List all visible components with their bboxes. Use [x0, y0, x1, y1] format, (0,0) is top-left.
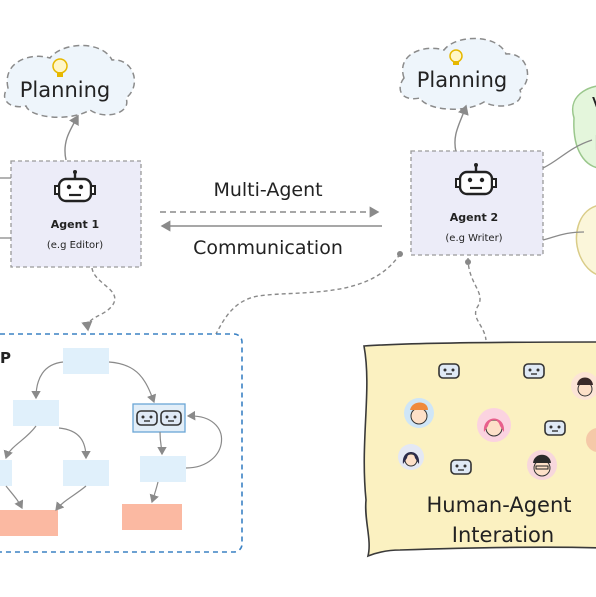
connector-agent1-workflow — [81, 267, 116, 332]
agent1-name: Agent 1 — [51, 218, 99, 231]
robot-icon — [438, 363, 460, 379]
agent1-role: (e.g Editor) — [47, 240, 103, 251]
person-avatar-icon — [571, 372, 596, 400]
workflow-output-node — [122, 504, 182, 530]
interaction-line1: Human-Agent — [426, 493, 571, 517]
agent2-box[interactable]: Agent 2 (e.g Writer) — [410, 150, 544, 256]
workflow-panel: P — [0, 333, 243, 553]
workflow-node — [140, 456, 186, 482]
right-edge-letter-i: I — [594, 131, 596, 155]
communication-top-label: Multi-Agent — [213, 179, 322, 201]
connector-dot — [465, 259, 471, 265]
person-avatar-icon — [398, 444, 424, 470]
connector-agent2-workflow — [203, 253, 401, 358]
person-avatar-icon — [404, 398, 434, 428]
planning-cloud-right: Planning — [399, 37, 529, 110]
robot-icon — [544, 420, 566, 436]
green-bubble-partial: V I — [571, 85, 596, 169]
person-avatar-icon — [527, 450, 557, 480]
communication-bottom-label: Communication — [193, 237, 343, 259]
agent2-right-link — [542, 231, 585, 241]
interaction-panel: Human-Agent Interation — [363, 341, 596, 558]
workflow-edges — [3, 361, 223, 511]
workflow-node — [63, 460, 109, 486]
yellow-bubble-partial — [575, 205, 596, 275]
robot-icon — [160, 410, 182, 426]
communication-arrows: Multi-Agent Communication — [160, 179, 382, 259]
planning-label-right: Planning — [417, 68, 507, 92]
robot-icon — [136, 410, 158, 426]
agent2-right-link — [542, 139, 593, 169]
connector-agent2-planning — [454, 104, 469, 153]
connector-agent2-interaction — [467, 257, 487, 341]
right-edge-letter-v: V — [592, 93, 596, 117]
interaction-line2: Interation — [452, 523, 554, 547]
agent2-role: (e.g Writer) — [445, 233, 502, 244]
robot-icon — [450, 459, 472, 475]
workflow-node — [13, 400, 59, 426]
person-avatar-icon — [477, 408, 511, 442]
workflow-output-node — [0, 510, 58, 536]
workflow-node — [0, 460, 12, 486]
agent1-box[interactable]: Agent 1 (e.g Editor) — [10, 160, 142, 268]
planning-cloud-left: Planning — [3, 44, 136, 118]
planning-label-left: Planning — [20, 78, 110, 102]
robot-icon — [523, 363, 545, 379]
person-avatar-icon — [586, 428, 596, 452]
connector-agent1-planning — [64, 114, 79, 161]
workflow-node — [63, 348, 109, 374]
connector-dot — [397, 251, 403, 257]
agent2-name: Agent 2 — [450, 211, 498, 224]
lightbulb-icon — [52, 58, 68, 77]
workflow-corner-label: P — [0, 349, 11, 367]
lightbulb-icon — [449, 49, 463, 65]
